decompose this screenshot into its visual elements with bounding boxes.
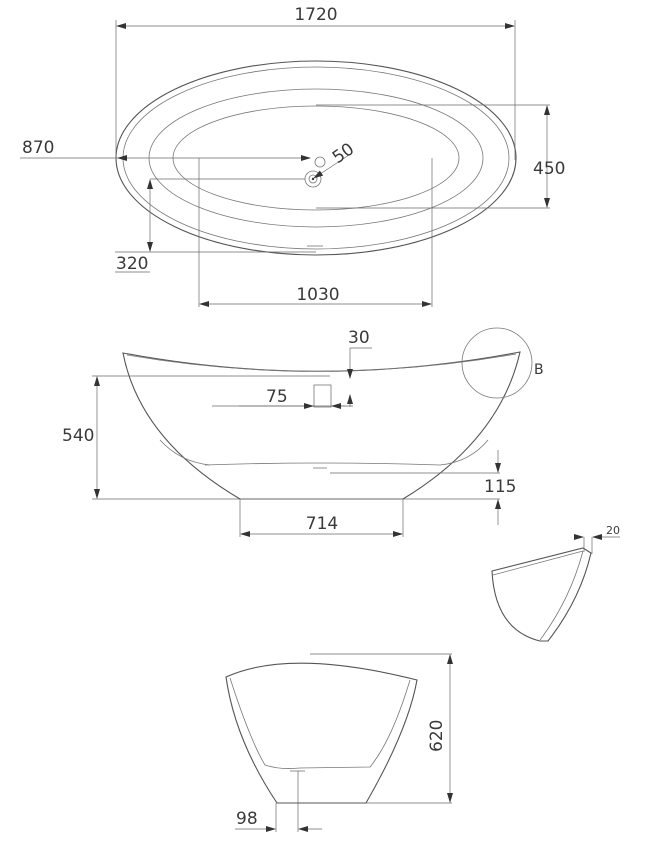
drain-center [311,177,315,181]
end-inner-line [229,677,411,769]
overflow-circle [314,156,326,168]
end-view: 620 98 [225,653,453,832]
detail-b-view: 20 [491,524,620,642]
detail-wall-line [539,550,584,641]
dim-height: 540 [62,426,94,446]
side-view: B 30 75 540 115 714 [62,327,544,537]
floor-curve-right [439,439,489,466]
dim-end-height: 620 [427,720,447,752]
detail-b-circle [461,327,533,399]
drain-inner-ring [308,174,318,184]
dim-faucet-diameter: 75 [266,387,288,407]
rim-edge [126,353,517,372]
dim-inner-length: 1030 [296,285,339,305]
dim-inner-width: 450 [533,159,565,179]
detail-label: B [534,362,544,378]
basin-floor-line [204,462,441,466]
dim-wall-thickness: 20 [606,524,620,537]
dim-drain-from-end: 870 [22,138,54,158]
side-outline [122,351,521,500]
dim-base-length: 714 [306,514,338,534]
dim-drain-from-side: 320 [116,254,148,274]
detail-rim-line [492,550,584,576]
dim-overall-length: 1720 [294,5,337,25]
dim-drain-offset: 98 [236,809,258,829]
floor-curve-left [159,439,211,466]
faucet-stub [313,384,332,408]
dim-rim-dip: 30 [348,328,370,348]
end-outline [225,662,418,804]
top-view: 1720 870 50 450 320 1030 [20,5,565,307]
detail-section-outline [491,547,592,642]
dim-base-height: 115 [484,477,516,497]
dim-drain-diameter: 50 [329,139,358,168]
dim-line-50 [313,152,353,179]
